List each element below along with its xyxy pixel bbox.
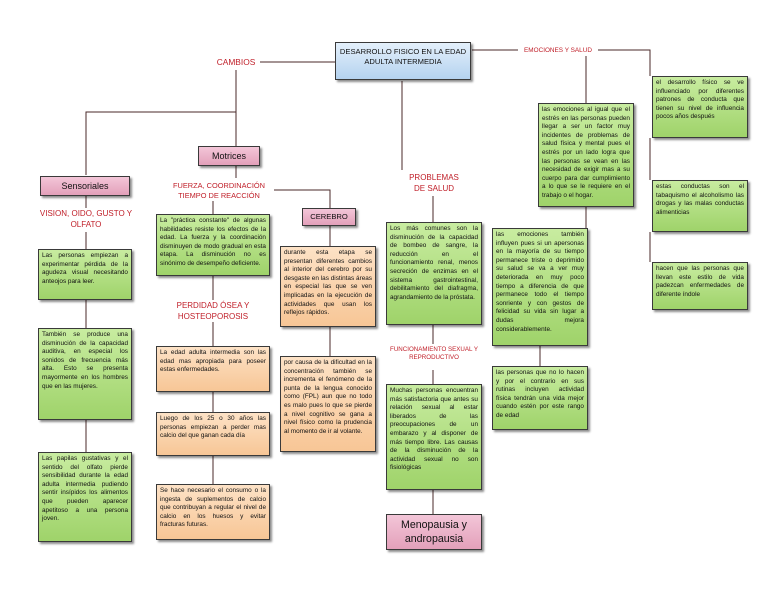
text-box-concentracion-fpl: por causa de la dificultad en la concent… <box>280 356 376 452</box>
text-box-conductas-tabaquismo: estas conductas son el tabaquismo el alc… <box>652 180 748 232</box>
node-cerebro-text: CEREBRO <box>310 212 348 221</box>
text-box-practica-constante: La "práctica constante" de algunas habil… <box>156 214 270 276</box>
text-box-edad-apropiada-text: La edad adulta intermedia son las edad m… <box>160 349 266 374</box>
text-box-emociones-influyen: las emociones también influyen pues si u… <box>492 228 588 346</box>
text-box-papilas-gustativas-text: Las papilas gustativas y el sentido del … <box>42 455 128 523</box>
text-box-emociones-estres: las emociones al igual que el estrés en … <box>538 103 634 207</box>
text-box-agudeza-visual-text: Las personas empiezan a experimentar pér… <box>42 252 128 285</box>
central-node-text: DESARROLLO FISICO EN LA EDAD ADULTA INTE… <box>339 47 467 66</box>
text-box-concentracion-fpl-text: por causa de la dificultad en la concent… <box>284 359 372 435</box>
text-box-problemas-comunes-text: Los más comunes son la disminución de la… <box>390 225 478 301</box>
text-box-suplementos-calcio: Se hace necesario el consumo o la ingest… <box>156 484 270 540</box>
text-box-enfermedades-indole-text: hacen que las personas que llevan este e… <box>656 265 744 298</box>
text-box-satisfaccion-sexual-text: Muchas personas encuentran más satisfact… <box>390 387 478 472</box>
label-cambios: CAMBIOS <box>212 57 260 68</box>
text-box-patrones-conducta-text: el desarrollo físico se ve influenciado … <box>656 79 744 121</box>
text-box-perdida-calcio-text: Luego de los 25 o 30 años las personas e… <box>160 415 266 440</box>
text-box-cambios-cerebro: durante esta etapa se presentan diferent… <box>280 246 376 327</box>
text-box-capacidad-auditiva-text: También se produce una disminución de la… <box>42 331 128 390</box>
text-box-problemas-comunes: Los más comunes son la disminución de la… <box>386 222 482 325</box>
text-box-satisfaccion-sexual: Muchas personas encuentran más satisfact… <box>386 384 482 490</box>
text-box-patrones-conducta: el desarrollo físico se ve influenciado … <box>652 76 748 138</box>
text-box-perdida-calcio: Luego de los 25 o 30 años las personas e… <box>156 412 270 456</box>
text-box-practica-constante-text: La "práctica constante" de algunas habil… <box>160 217 266 267</box>
central-node[interactable]: DESARROLLO FISICO EN LA EDAD ADULTA INTE… <box>335 42 471 80</box>
text-box-suplementos-calcio-text: Se hace necesario el consumo o la ingest… <box>160 487 266 529</box>
node-sensoriales-text: Sensoriales <box>61 181 109 191</box>
label-vision-oido: VISION, OIDO, GUSTO Y OLFATO <box>34 208 138 230</box>
node-sensoriales[interactable]: Sensoriales <box>40 176 130 196</box>
text-box-emociones-estres-text: las emociones al igual que el estrés en … <box>542 106 630 199</box>
label-funcionamiento-sexual: FUNCIONAMIENTO SEXUAL Y REPRODUCTIVO <box>388 346 480 362</box>
text-box-agudeza-visual: Las personas empiezan a experimentar pér… <box>38 249 132 300</box>
text-box-actividad-fisica-text: las personas que no lo hacen y por el co… <box>496 369 584 419</box>
label-fuerza-coordinacion: FUERZA, COORDINACIÓN TIEMPO DE REACCIÓN <box>164 181 274 201</box>
node-menopausia[interactable]: Menopausia y andropausia <box>386 514 482 550</box>
node-motrices[interactable]: Motrices <box>198 146 260 166</box>
text-box-enfermedades-indole: hacen que las personas que llevan este e… <box>652 262 748 310</box>
node-cerebro[interactable]: CEREBRO <box>302 208 356 226</box>
label-perdida-osea: PERDIDAD ÓSEA Y HOSTEOPOROSIS <box>170 300 256 322</box>
text-box-cambios-cerebro-text: durante esta etapa se presentan diferent… <box>284 249 372 317</box>
node-menopausia-text: Menopausia y andropausia <box>401 519 467 545</box>
text-box-conductas-tabaquismo-text: estas conductas son el tabaquismo el alc… <box>656 183 744 216</box>
text-box-papilas-gustativas: Las papilas gustativas y el sentido del … <box>38 452 132 542</box>
label-emociones-salud: EMOCIONES Y SALUD <box>518 46 598 56</box>
connector-cambios-down <box>85 70 237 175</box>
text-box-actividad-fisica: las personas que no lo hacen y por el co… <box>492 366 588 430</box>
text-box-edad-apropiada: La edad adulta intermedia son las edad m… <box>156 346 270 392</box>
text-box-capacidad-auditiva: También se produce una disminución de la… <box>38 328 132 420</box>
label-problemas-salud: PROBLEMAS DE SALUD <box>404 172 464 194</box>
connector-emociones-branches <box>585 49 651 262</box>
text-box-emociones-influyen-text: las emociones también influyen pues si u… <box>496 231 584 333</box>
node-motrices-text: Motrices <box>211 151 246 161</box>
